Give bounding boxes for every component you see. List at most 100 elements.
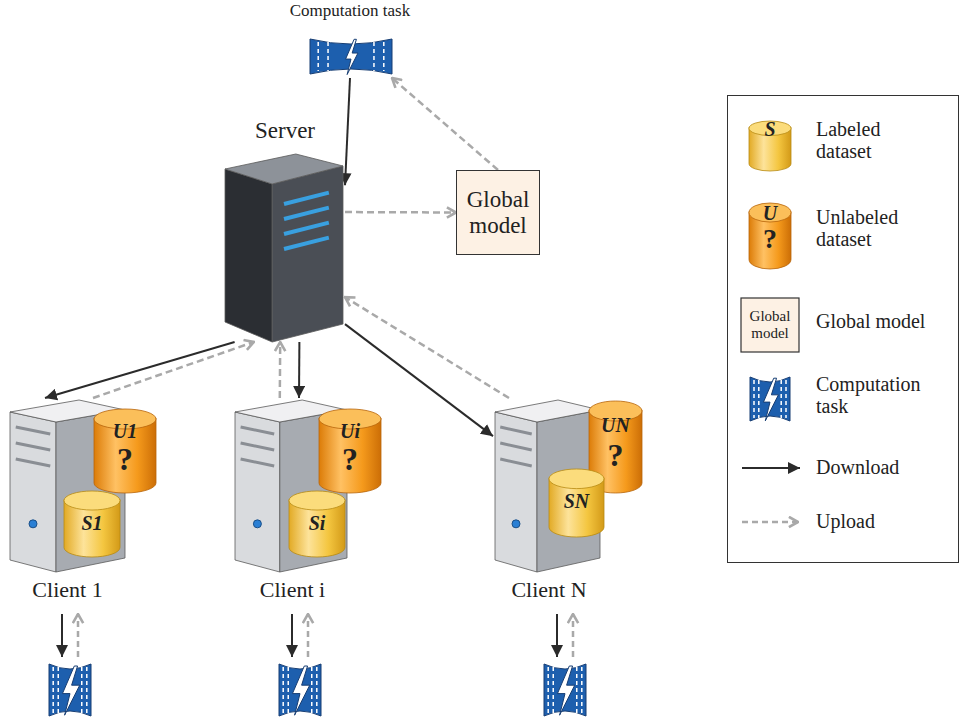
client-drive-bay [16, 427, 51, 434]
upload-arrow [572, 614, 575, 657]
legend-row: Unlabeled dataset [728, 200, 958, 270]
task-stripe [780, 380, 782, 418]
server-top [225, 154, 343, 184]
server-bay-light [284, 238, 329, 249]
node-label: U1 [93, 420, 157, 442]
global-model-box: Global model [456, 170, 540, 255]
client-drive-bay [16, 459, 51, 466]
upload-arrow [345, 211, 456, 214]
unlabeled-dataset: U1? [93, 408, 157, 494]
task-stripe [316, 667, 318, 713]
node-label: S1 [63, 512, 121, 534]
client-power-light [512, 520, 520, 528]
task-flag [544, 664, 586, 716]
node-label: Ui [318, 420, 382, 442]
server-bay-light [284, 223, 329, 234]
task-stripe [758, 380, 760, 418]
client-drive-bay [241, 443, 275, 450]
client-drive-bay [241, 427, 275, 434]
task-stripe [287, 667, 289, 713]
lightning-bolt [763, 378, 778, 421]
node-label: Client 1 [5, 578, 130, 602]
task-stripe [311, 667, 313, 713]
task-stripe [383, 42, 385, 71]
legend-text: Global model [816, 310, 951, 332]
legend-row: Labeled dataset [728, 116, 958, 186]
task-icon [49, 664, 91, 716]
upload-arrow [345, 297, 509, 398]
legend-text: Unlabeled dataset [816, 206, 921, 250]
upload-arrow [392, 78, 498, 170]
server-bay-light [284, 193, 329, 204]
task-stripe [373, 42, 375, 71]
task-stripe [81, 667, 83, 713]
server-node: Server [225, 118, 345, 342]
legend-sample [738, 371, 804, 441]
client-node: Client 1 U1? S1 [5, 398, 165, 610]
legend-text: Download [816, 456, 951, 478]
task-stripe [52, 667, 54, 713]
node-label: Global model [462, 187, 534, 238]
client-drive-bay [16, 443, 51, 450]
unknown-mark: ? [318, 442, 382, 477]
lightning-bolt [557, 666, 574, 715]
task-stripe [581, 667, 583, 713]
download-arrow [45, 342, 235, 398]
task-icon [544, 664, 586, 716]
download-arrow [291, 614, 293, 657]
labeled-dataset: S1 [63, 490, 121, 558]
unknown-mark: ? [93, 442, 157, 477]
server-front [272, 166, 343, 342]
sample-label: ? [748, 224, 792, 255]
client-drive-bay [241, 459, 275, 466]
client-drive-bay [500, 443, 532, 450]
node-label: Client i [235, 578, 350, 602]
legend-row: Computation task [728, 371, 958, 441]
legend-sample [738, 508, 804, 578]
task-flag [49, 664, 91, 716]
client-power-light [29, 520, 37, 528]
node-label: Si [288, 512, 346, 534]
cylinder-body [94, 418, 156, 493]
task-icon [310, 35, 392, 78]
task-stripe [327, 42, 329, 71]
download-arrow [556, 614, 558, 657]
download-arrow [298, 342, 300, 398]
legend-text: Computation task [816, 373, 936, 417]
upload-arrow [77, 614, 80, 657]
unlabeled-dataset: Ui? [318, 408, 382, 494]
task-stripe [547, 667, 549, 713]
task-node: Computation task [280, 2, 420, 78]
client-front [495, 412, 537, 572]
task-stripe [282, 667, 284, 713]
client-node: Client NUN?SN [493, 398, 653, 610]
client-front [10, 412, 56, 572]
legend-text: Upload [816, 510, 951, 532]
legend-sample [738, 454, 804, 524]
lightning-bolt [346, 39, 358, 74]
task-stripe [576, 667, 578, 713]
upload-arrow [307, 614, 310, 657]
node-label: Client N [493, 578, 605, 602]
client-front [235, 412, 280, 572]
node-label: Computation task [280, 2, 420, 21]
legend-line-sample [742, 467, 800, 469]
legend-line-sample [742, 521, 798, 524]
task-flag [750, 377, 790, 421]
client-power-light [253, 520, 261, 528]
task-stripe [317, 42, 319, 71]
task-stripe [552, 667, 554, 713]
task-stripe [57, 667, 59, 713]
client-drive-bay [500, 459, 532, 466]
lightning-bolt [292, 666, 309, 715]
sample-label: Global model [741, 308, 799, 341]
download-arrow [61, 614, 63, 657]
server-side [225, 169, 272, 342]
cylinder-body [319, 418, 381, 493]
legend-box: Labeled datasetUnlabeled datasetGlobal m… [727, 95, 959, 563]
client-top [495, 400, 600, 422]
task-stripe [753, 380, 755, 418]
node-label: Server [225, 118, 345, 143]
cylinder-top [64, 491, 120, 510]
